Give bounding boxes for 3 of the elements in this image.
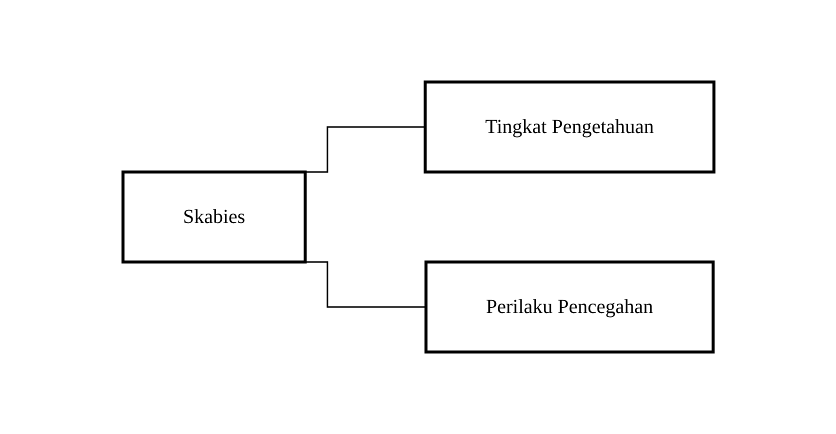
node-box: Skabies xyxy=(121,170,306,264)
node-box: Perilaku Pencegahan xyxy=(424,260,714,354)
node-box: Tingkat Pengetahuan xyxy=(423,80,715,174)
